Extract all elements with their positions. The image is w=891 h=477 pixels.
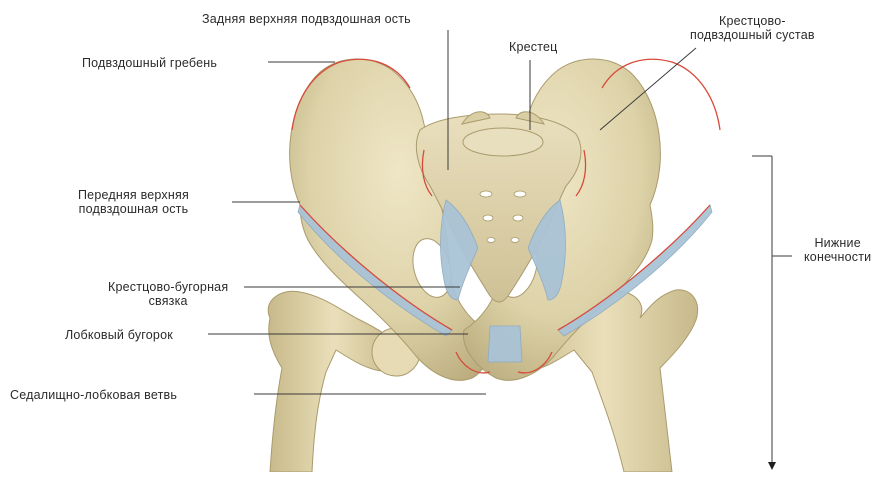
pubic-symphysis [488, 326, 522, 362]
label-sacrotuberous-ligament-line2: связка [108, 294, 228, 308]
label-lower-limbs: Нижние конечности [804, 236, 871, 264]
label-lower-limbs-line2: конечности [804, 250, 871, 264]
label-posterior-superior-iliac-spine: Задняя верхняя подвздошная ость [202, 12, 411, 26]
label-sacroiliac-joint: Крестцово- подвздошный сустав [690, 14, 815, 42]
label-sacrotuberous-ligament-line1: Крестцово-бугорная [108, 280, 228, 294]
label-sacrum: Крестец [509, 40, 558, 54]
label-pubic-tubercle: Лобковый бугорок [65, 328, 173, 342]
label-iliac-crest: Подвздошный гребень [82, 56, 217, 70]
label-anterior-superior-iliac-spine: Передняя верхняя подвздошная ость [78, 188, 189, 216]
label-ischiopubic-ramus: Седалищно-лобковая ветвь [10, 388, 177, 402]
label-anterior-superior-iliac-spine-line1: Передняя верхняя [78, 188, 189, 202]
label-anterior-superior-iliac-spine-line2: подвздошная ость [78, 202, 189, 216]
label-sacrotuberous-ligament: Крестцово-бугорная связка [108, 280, 228, 308]
lower-limbs-arrowhead [768, 462, 776, 470]
label-sacroiliac-joint-line1: Крестцово- [690, 14, 815, 28]
label-lower-limbs-line1: Нижние [804, 236, 871, 250]
label-sacroiliac-joint-line2: подвздошный сустав [690, 28, 815, 42]
